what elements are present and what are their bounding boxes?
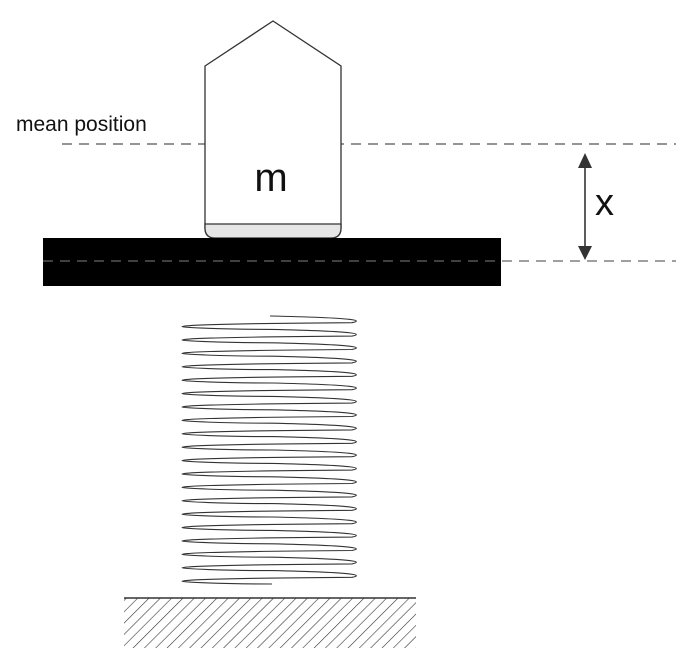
- displacement-label: x: [595, 182, 614, 224]
- mass-label: m: [254, 156, 287, 200]
- displacement-arrow: [578, 153, 592, 260]
- mean-position-label: mean position: [16, 113, 147, 136]
- spring: [181, 315, 357, 585]
- mass-base: [204, 223, 342, 239]
- platform: [43, 238, 501, 286]
- ground: [124, 597, 416, 648]
- mass-block: m: [204, 20, 342, 239]
